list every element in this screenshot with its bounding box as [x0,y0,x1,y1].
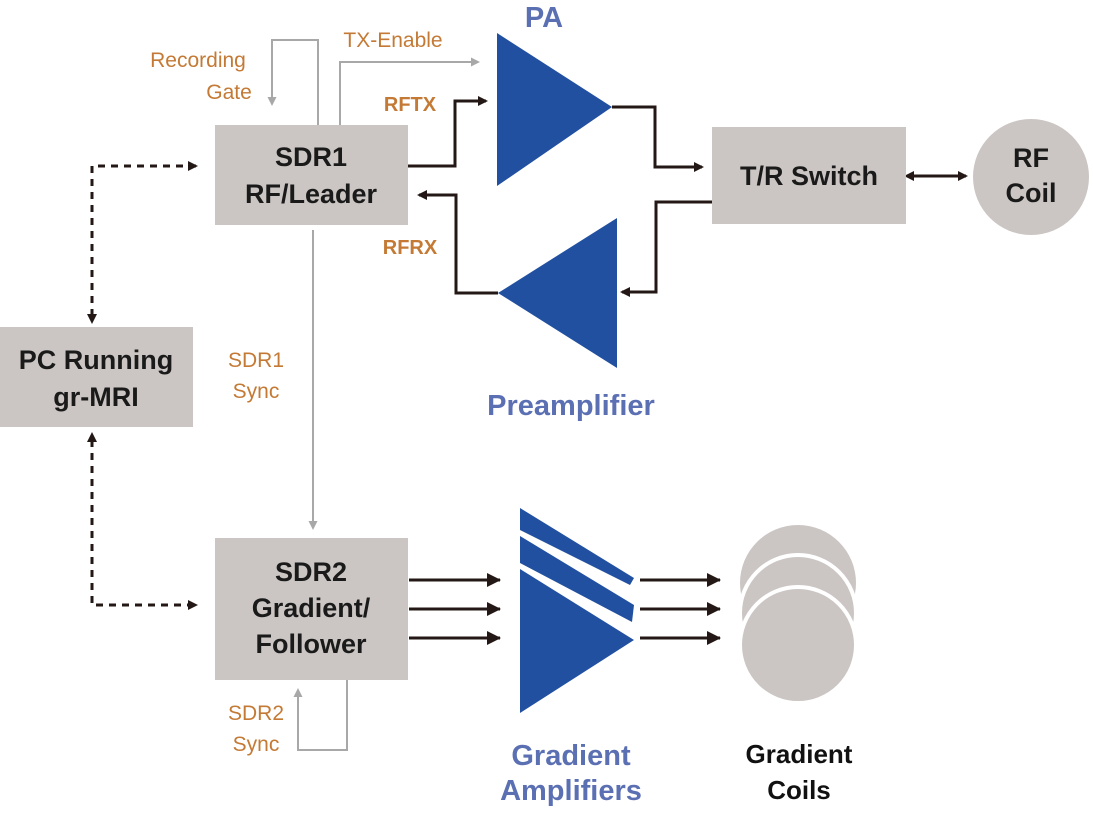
tr-switch-label: T/R Switch [740,161,878,191]
gradient-coils-label-2: Coils [767,775,831,805]
pc-block: PC Running gr-MRI [0,327,193,427]
sdr1-sync-label-2: Sync [233,380,280,403]
pc-sdr2-link [87,432,198,610]
rftx-path [408,96,488,168]
gradient-amplifiers-label-2: Amplifiers [500,775,642,807]
sdr1-subtitle: RF/Leader [245,179,378,209]
sdr1-title: SDR1 [275,142,347,172]
sdr1-sync-label-1: SDR1 [228,349,284,372]
sdr1-block: SDR1 RF/Leader [215,125,408,225]
gradient-amplifiers-label-1: Gradient [511,740,631,772]
sdr2-sync-label-2: Sync [233,733,280,756]
sdr2-subtitle-1: Gradient/ [252,593,371,623]
sdr2-sync-label-1: SDR2 [228,702,284,725]
sdr2-to-amp-arrows [409,573,501,645]
gradient-coils [738,525,858,705]
pc-subtitle: gr-MRI [53,382,138,412]
recording-gate-label-1: Recording [150,49,246,72]
recording-gate-line [267,39,319,125]
rf-coil-label-2: Coil [1006,178,1057,208]
pa-to-switch-path [612,105,704,172]
rf-coil: RF Coil [973,119,1089,235]
rfrx-path [417,190,498,295]
rfrx-label: RFRX [383,237,438,259]
rf-coil-label-1: RF [1013,143,1049,173]
sdr2-subtitle-2: Follower [255,629,366,659]
pc-title: PC Running [19,345,173,375]
tr-switch-block: T/R Switch [712,127,906,224]
sdr2-sync-line [293,680,348,751]
sdr2-title: SDR2 [275,557,347,587]
tx-enable-label: TX-Enable [343,29,442,52]
rftx-label: RFTX [384,94,437,116]
amp-to-coil-arrows [640,573,721,645]
preamp-label: Preamplifier [487,390,655,422]
switch-to-preamp-path [620,200,712,297]
sdr2-block: SDR2 Gradient/ Follower [215,538,408,680]
pa-triangle [497,33,612,186]
recording-gate-label-2: Gate [206,81,252,104]
pc-sdr1-link [87,161,198,324]
gradient-coils-label-1: Gradient [746,739,853,769]
preamp-triangle [498,218,617,368]
gradient-amplifier-stack [520,508,634,713]
pa-label: PA [525,2,563,34]
tx-enable-line [339,57,480,125]
